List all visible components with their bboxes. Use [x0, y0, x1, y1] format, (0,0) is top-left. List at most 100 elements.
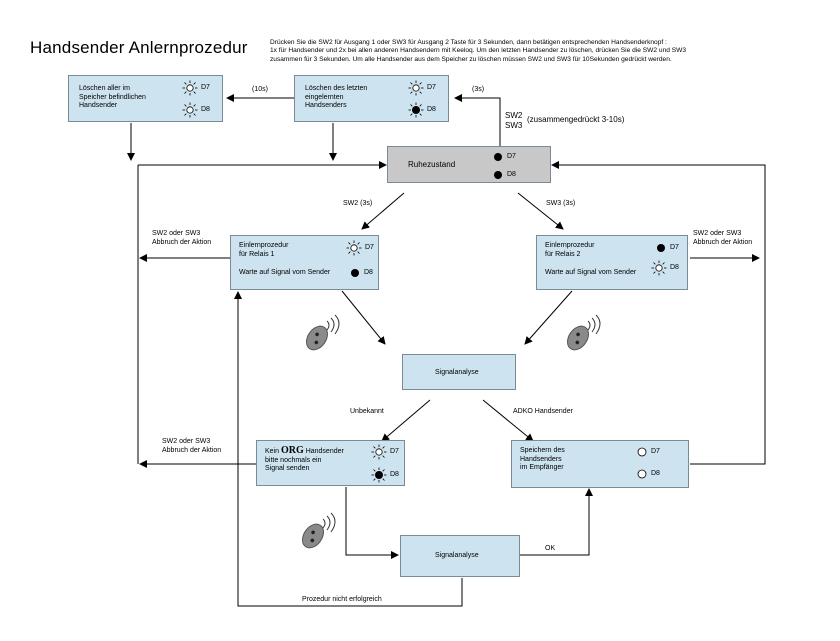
page-title: Handsender Anlernprozedur [30, 38, 248, 57]
d7-label: D7 [390, 447, 399, 455]
box-unknown-sender: Kein ORG Handsender bitte nochmals ein S… [256, 440, 405, 486]
box-signal-analysis-1: Signalanalyse [402, 354, 516, 390]
d8-indicator: D8 [651, 260, 679, 276]
arrow-analysis2-to-store [520, 488, 593, 556]
unknown-pre: Kein [265, 448, 281, 455]
box-learn-relay-1-wait: Warte auf Signal vom Sender [239, 269, 331, 276]
led-blink-icon [651, 260, 667, 276]
led-on-icon [351, 269, 359, 277]
arrow-idle-to-learn2 [517, 192, 564, 230]
d8-indicator: D8 [408, 102, 436, 118]
brand-org: ORG [280, 445, 304, 456]
box-delete-last-text: Löschen des letzten eingelernten Handsen… [305, 85, 368, 109]
box-signal-analysis-1-text: Signalanalyse [435, 369, 479, 376]
d8-indicator: D8 [636, 468, 660, 480]
led-blink-icon [346, 240, 362, 256]
remote-control-icon [567, 325, 589, 351]
intro-line-3: zusammen für 3 Sekunden. Um alle Handsen… [270, 55, 672, 63]
box-learn-relay-1: Einlernprozedur für Relais 1 Warte auf S… [230, 235, 379, 290]
led-blink-on-icon [408, 102, 424, 118]
d8-label: D8 [651, 469, 660, 477]
led-blink-icon [182, 102, 198, 118]
box-learn-relay-2-title: Einlernprozedur für Relais 2 [545, 242, 595, 258]
d7-label: D7 [651, 447, 660, 455]
d8-label: D8 [670, 263, 679, 271]
led-off-icon [637, 469, 647, 479]
led-blink-icon [182, 80, 198, 96]
d8-indicator: D8 [371, 467, 399, 483]
arrow-analysis-to-store [482, 399, 534, 442]
arrow-learn2-to-analysis [524, 290, 573, 345]
led-off-icon [637, 447, 647, 457]
label-10s: (10s) [252, 86, 268, 93]
d7-label: D7 [670, 243, 679, 251]
label-sw2: SW2 [505, 111, 523, 120]
label-together: (zusammengedrückt 3-10s) [527, 115, 625, 124]
box-idle: Ruhezustand D7 D8 [387, 146, 551, 183]
box-learn-relay-2: Einlernprozedur für Relais 2 Warte auf S… [536, 235, 688, 290]
d8-indicator: D8 [492, 169, 516, 181]
led-on-icon [657, 244, 665, 252]
box-store-sender-text: Speichern des Handsenders im Empfänger [520, 447, 565, 471]
arrow-idle-to-learn1 [361, 192, 405, 230]
d7-indicator: D7 [408, 80, 436, 96]
label-abort-left-2: SW2 oder SW3 Abbruch der Aktion [162, 438, 222, 454]
d7-label: D7 [201, 83, 210, 91]
remote-waves-icon [326, 314, 340, 335]
label-abort-left-1: SW2 oder SW3 Abbruch der Aktion [152, 230, 212, 246]
arrow-unknown-to-analysis2 [345, 487, 399, 559]
d7-indicator: D7 [371, 444, 399, 460]
arrow-learn1-to-analysis [341, 290, 386, 345]
d8-indicator: D8 [349, 267, 373, 279]
led-blink-on-icon [371, 467, 387, 483]
d8-label: D8 [507, 170, 516, 178]
box-idle-text: Ruhezustand [408, 160, 456, 169]
label-unknown: Unbekannt [350, 408, 384, 415]
box-delete-all-text: Löschen aller im Speicher befindlichen H… [79, 85, 146, 109]
intro-text: Drücken Sie die SW2 für Ausgang 1 oder S… [270, 39, 830, 64]
intro-line-2: 1x für Handsender und 2x bei allen ander… [270, 47, 687, 55]
d7-label: D7 [365, 243, 374, 251]
box-store-sender: Speichern des Handsenders im Empfänger D… [511, 440, 689, 488]
unknown-post: Handsender bitte nochmals ein Signal sen… [265, 448, 344, 472]
d7-label: D7 [427, 83, 436, 91]
d8-label: D8 [201, 105, 210, 113]
box-learn-relay-2-wait: Warte auf Signal vom Sender [545, 269, 637, 276]
box-delete-all: Löschen aller im Speicher befindlichen H… [68, 75, 223, 122]
label-sw3-3s: SW3 (3s) [546, 200, 576, 207]
led-on-icon [494, 153, 502, 161]
d7-indicator: D7 [182, 80, 210, 96]
remote-waves-icon [322, 512, 336, 533]
label-abort-right: SW2 oder SW3 Abbruch der Aktion [693, 230, 753, 246]
remote-waves-icon [587, 314, 601, 335]
d8-label: D8 [427, 105, 436, 113]
remote-control-icon [302, 523, 324, 549]
box-unknown-sender-text: Kein ORG Handsender bitte nochmals ein S… [265, 445, 344, 474]
label-ok: OK [545, 545, 556, 552]
label-3s: (3s) [472, 86, 485, 93]
d7-indicator: D7 [655, 242, 679, 254]
led-blink-icon [371, 444, 387, 460]
d7-indicator: D7 [346, 240, 374, 256]
remote-control-icon [306, 325, 328, 351]
label-sw3: SW3 [505, 121, 523, 130]
box-signal-analysis-2-text: Signalanalyse [435, 552, 479, 559]
led-blink-icon [408, 80, 424, 96]
box-learn-relay-1-title: Einlernprozedur für Relais 1 [239, 242, 289, 258]
d8-indicator: D8 [182, 102, 210, 118]
d7-indicator: D7 [636, 446, 660, 458]
label-adko: ADKO Handsender [513, 408, 573, 415]
d8-label: D8 [364, 268, 373, 276]
box-signal-analysis-2: Signalanalyse [400, 535, 520, 577]
d7-label: D7 [507, 152, 516, 160]
d7-indicator: D7 [492, 151, 516, 163]
arrow-idle-to-delete-last [454, 94, 501, 146]
d8-label: D8 [390, 470, 399, 478]
arrow-analysis-to-unknown [381, 399, 431, 442]
box-delete-last: Löschen des letzten eingelernten Handsen… [294, 75, 449, 122]
intro-line-1: Drücken Sie die SW2 für Ausgang 1 oder S… [270, 39, 667, 46]
label-sw2-3s: SW2 (3s) [343, 200, 373, 207]
arrow-failed-to-learn1 [234, 291, 463, 607]
